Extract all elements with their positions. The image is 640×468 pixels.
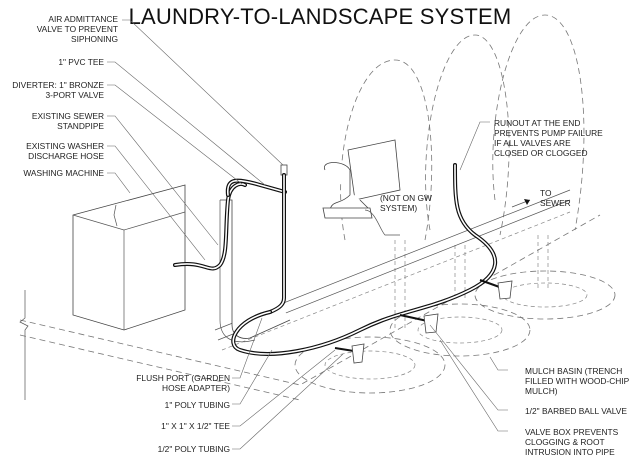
diagram-title: LAUNDRY-TO-LANDSCAPE SYSTEM (128, 4, 512, 29)
washing-machine-drawing (72, 184, 186, 331)
label-tee: 1" X 1" X 1/2" TEE (161, 421, 230, 431)
label-washer-discharge-hose: EXISTING WASHER DISCHARGE HOSE (26, 141, 104, 161)
label-pvc-tee: 1" PVC TEE (58, 57, 104, 67)
toilet-drawing (322, 139, 401, 236)
mulch-basin-3 (474, 270, 616, 320)
plant-canopy-3 (492, 14, 585, 231)
valve-box-1 (351, 343, 365, 364)
label-poly-tubing-1in: 1" POLY TUBING (164, 400, 230, 410)
label-diverter-valve: DIVERTER: 1" BRONZE 3-PORT VALVE (12, 80, 104, 100)
valve-box-2 (423, 313, 439, 334)
label-sewer-standpipe: EXISTING SEWER STANDPIPE (31, 111, 104, 131)
plant-canopy-2 (425, 34, 510, 236)
plant-canopy-1 (340, 59, 433, 241)
standpipe-assembly (173, 164, 291, 343)
mulch-basin-2 (389, 303, 531, 357)
label-washing-machine: WASHING MACHINE (23, 168, 104, 178)
label-to-sewer: TO SEWER (540, 188, 571, 208)
label-ball-valve: 1/2" BARBED BALL VALVE (525, 406, 627, 416)
sewer-arrow (511, 199, 531, 208)
label-mulch-basin: MULCH BASIN (TRENCH FILLED WITH WOOD-CHI… (525, 366, 630, 396)
mulch-basin-1 (294, 336, 446, 394)
label-poly-tubing-half: 1/2" POLY TUBING (157, 444, 230, 454)
label-air-admittance-valve: AIR ADMITTANCE VALVE TO PREVENT SIPHONIN… (36, 14, 118, 44)
leader-lines (107, 19, 508, 450)
label-toilet-note: (NOT ON GW SYSTEM) (380, 193, 432, 213)
plant-trunk-3 (537, 235, 549, 290)
poly-tubing-main (231, 163, 497, 356)
valve-box-3 (497, 280, 513, 300)
label-runout: RUNOUT AT THE END PREVENTS PUMP FAILURE … (494, 118, 603, 158)
valve-boxes (334, 279, 513, 364)
plant-canopies (340, 14, 585, 330)
label-flush-port: FLUSH PORT (GARDEN HOSE ADAPTER) (136, 373, 230, 393)
label-valve-box: VALVE BOX PREVENTS CLOGGING & ROOT INTRU… (525, 427, 619, 457)
